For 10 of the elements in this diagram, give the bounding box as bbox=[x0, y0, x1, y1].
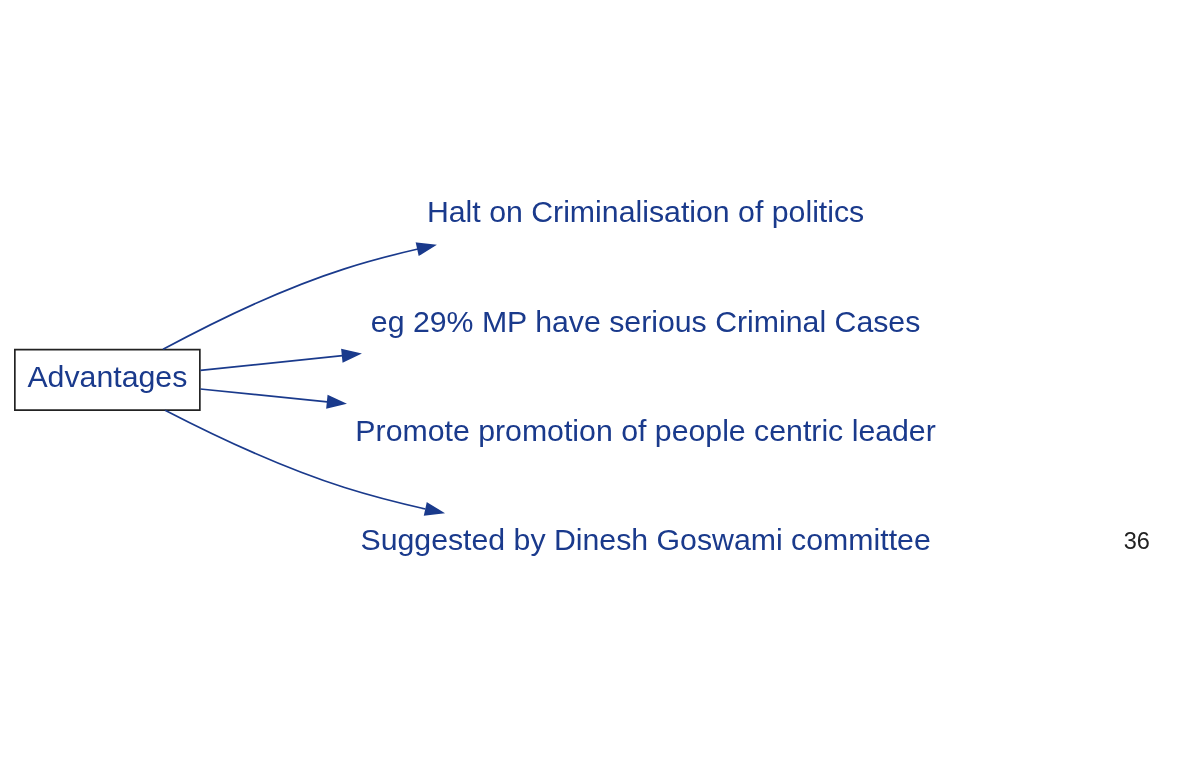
node-text: eg 29% MP have serious Criminal Cases bbox=[370, 304, 921, 338]
arrow bbox=[162, 241, 437, 350]
node-text: Suggested by Dinesh Goswami committee bbox=[360, 522, 931, 556]
arrow bbox=[199, 348, 362, 371]
node-text: Promote promotion of people centric leader bbox=[355, 413, 936, 447]
node-box: Advantages bbox=[14, 348, 201, 411]
label: 36 bbox=[1123, 527, 1150, 554]
arrow bbox=[199, 387, 347, 409]
node-text: Halt on Criminalisation of politics bbox=[426, 194, 865, 228]
arrow bbox=[164, 408, 446, 516]
